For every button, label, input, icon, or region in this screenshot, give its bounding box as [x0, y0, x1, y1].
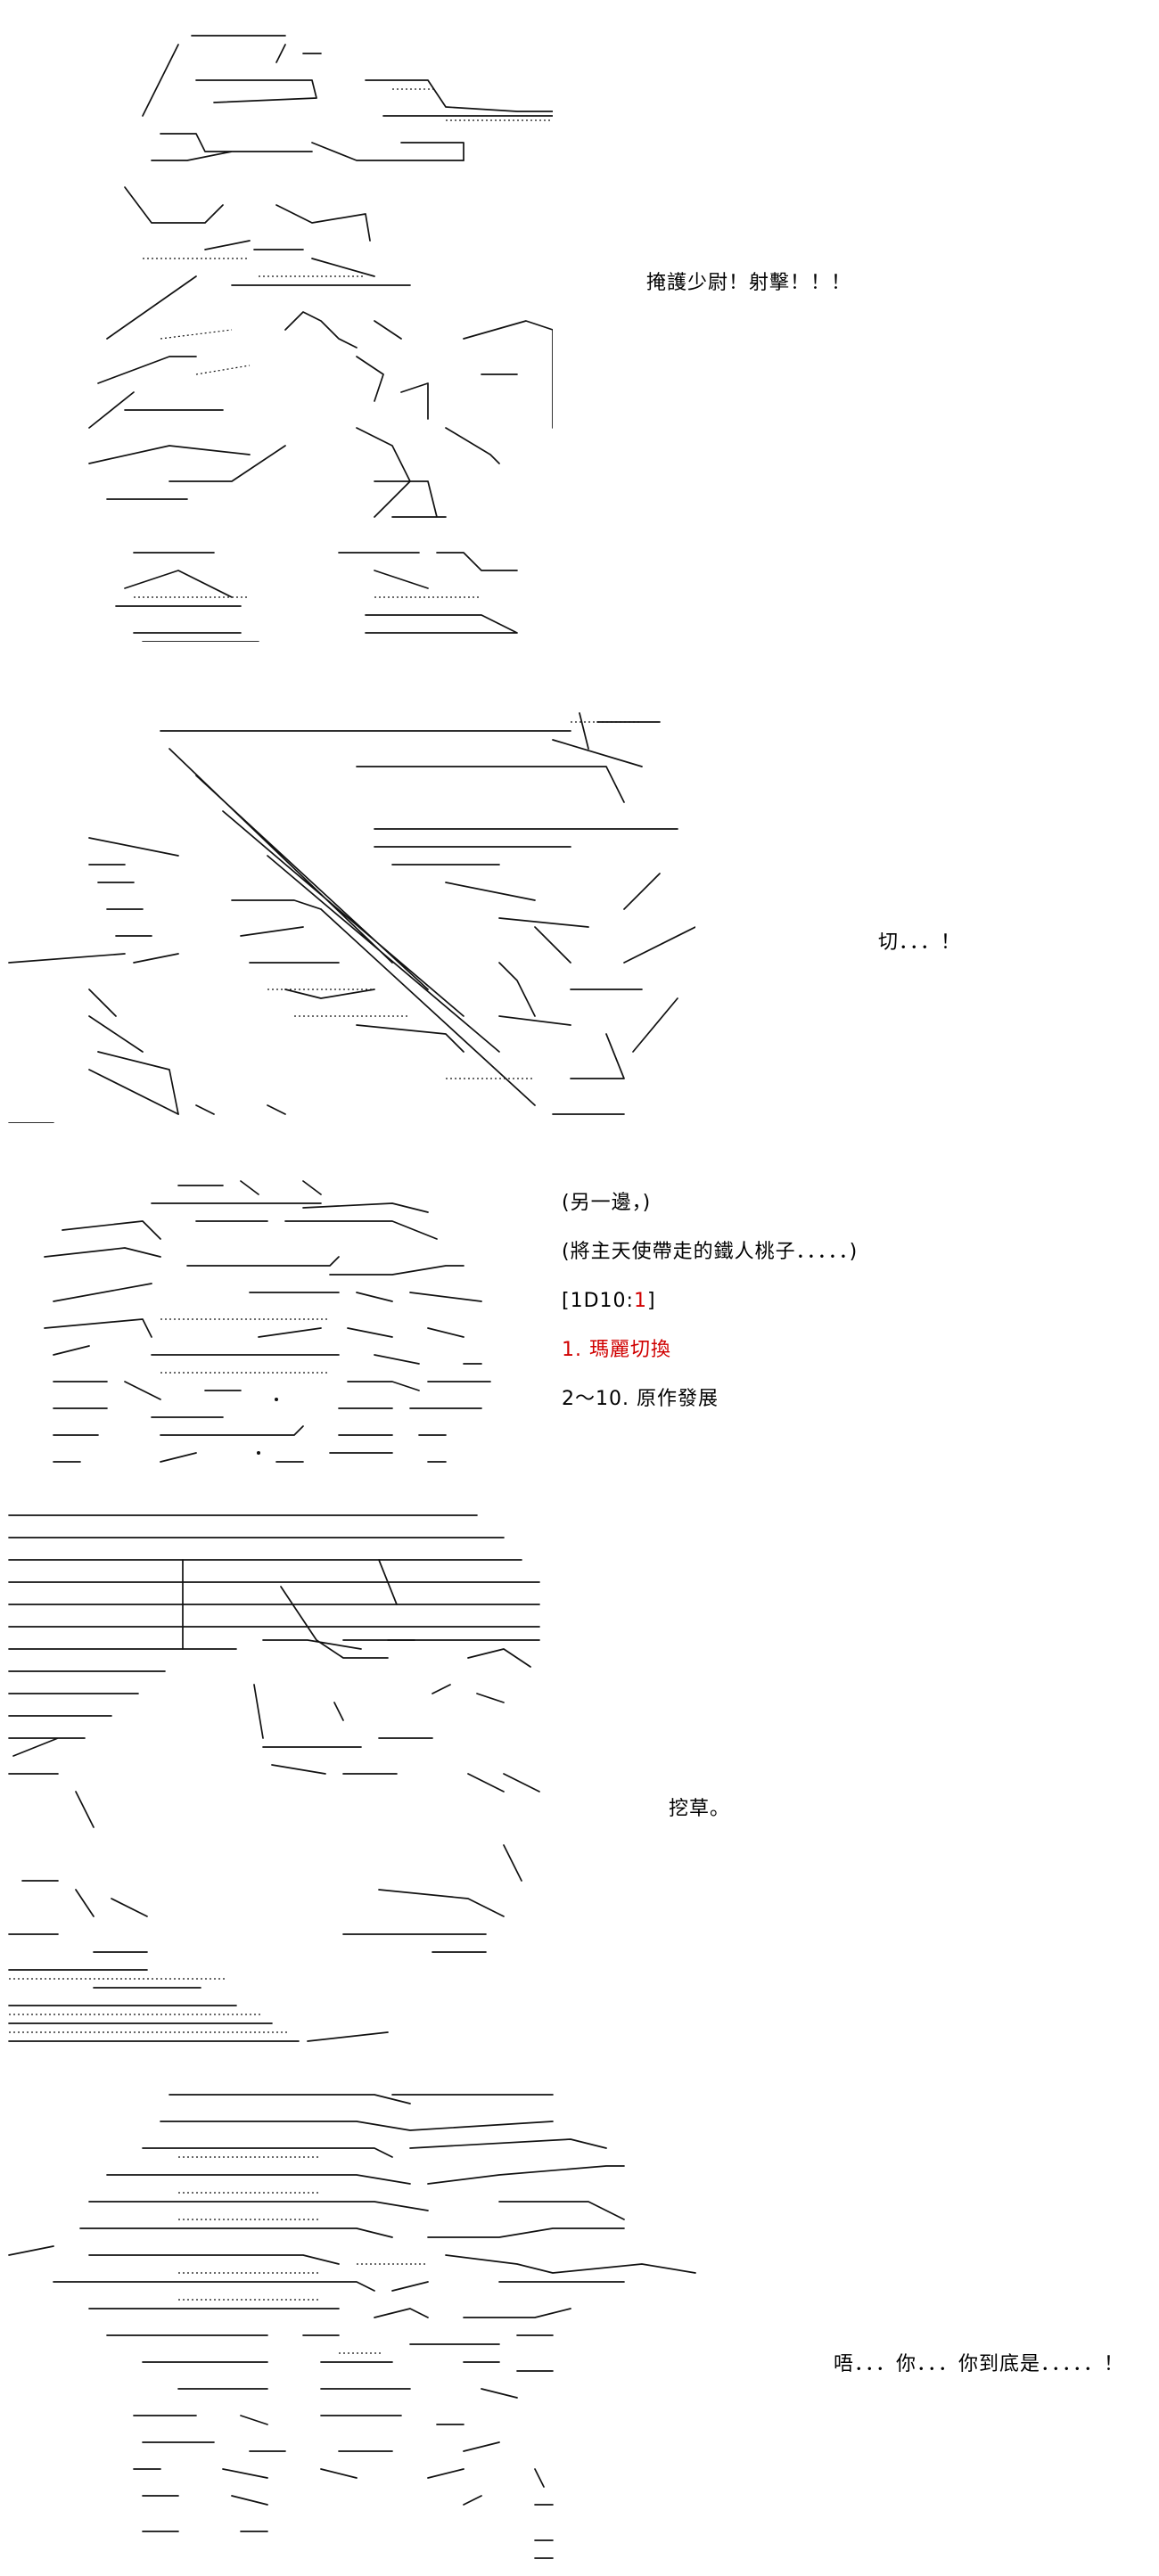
dice-roll: [1D10:1]: [562, 1288, 656, 1315]
panel-2-caption: 切．．．！: [878, 931, 962, 954]
narration-line-2: (將主天使帶走的鐵人桃子．．．．．): [562, 1241, 859, 1263]
ascii-art-mecha: [18, 18, 553, 642]
panel-4-caption: 挖草。: [669, 1798, 731, 1820]
ascii-art-slash: [0, 695, 695, 1123]
dice-result: 1: [633, 1290, 647, 1312]
panel-5-caption: 唔．．．你．．．你到底是．．．．．！: [834, 2353, 1125, 2375]
dice-option-1: 1. 瑪麗切換: [562, 1339, 671, 1361]
panel-1-caption: 掩護少尉！射擊！！！: [646, 272, 852, 294]
narration-line-1: (另一邊，): [562, 1192, 652, 1214]
dice-prefix: [1D10:: [562, 1290, 634, 1312]
panel-4: 挖草。: [0, 1502, 1159, 2063]
panel-3: (另一邊，) (將主天使帶走的鐵人桃子．．．．．) [1D10:1] 1. 瑪麗…: [0, 1154, 1159, 1484]
ascii-art-startled-girl: [0, 2086, 696, 2567]
panel-1: 掩護少尉！射擊！！！: [0, 0, 1159, 660]
dice-suffix: ]: [646, 1290, 656, 1312]
dice-option-2: 2～10. 原作發展: [562, 1388, 719, 1410]
panel-2: 切．．．！: [0, 677, 1159, 1132]
ascii-art-surprised-face: [4, 1506, 540, 2059]
ascii-art-robot-face: [18, 1168, 553, 1471]
panel-5: 唔．．．你．．．你到底是．．．．．！: [0, 2077, 1159, 2576]
